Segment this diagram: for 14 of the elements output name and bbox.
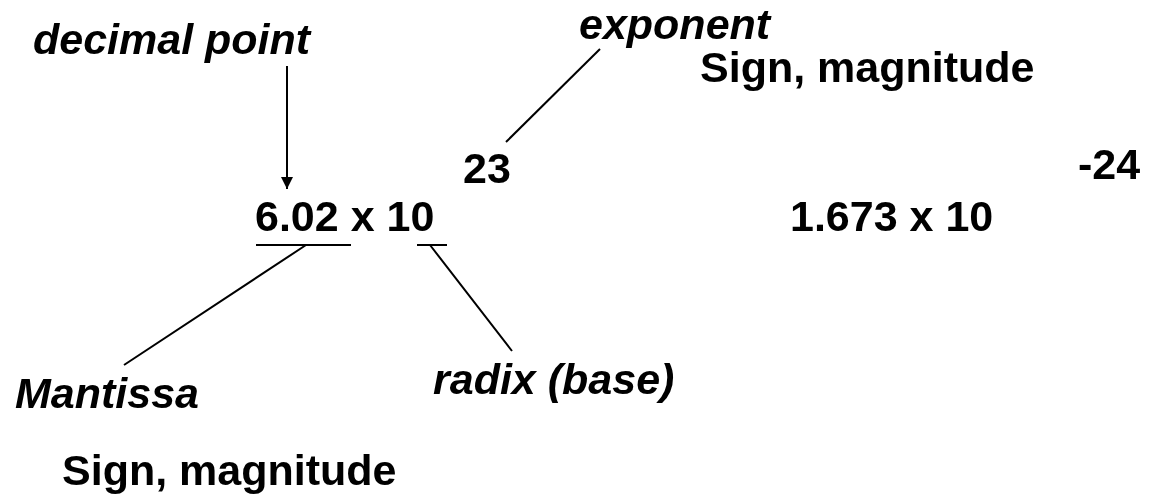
text-label: 6.02 x 10 xyxy=(255,193,435,239)
text-label: Mantissa xyxy=(15,370,199,416)
leader-line xyxy=(123,244,352,366)
text-label: 23 xyxy=(463,145,511,191)
leader-line xyxy=(505,48,601,143)
text-label: radix (base) xyxy=(433,356,675,402)
text-label: exponent xyxy=(579,1,771,47)
arrow xyxy=(281,65,293,190)
text-label: -24 xyxy=(1078,141,1141,187)
leader-line xyxy=(416,244,513,352)
text-label: Sign, magnitude xyxy=(700,44,1035,90)
text-label: 1.673 x 10 xyxy=(790,193,994,239)
text-label: decimal point xyxy=(33,16,311,62)
text-label: Sign, magnitude xyxy=(62,447,397,493)
